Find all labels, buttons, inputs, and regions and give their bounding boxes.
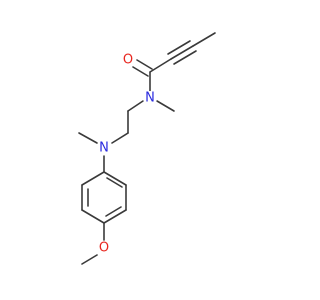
ether-oxygen-bg (97, 241, 111, 255)
bond-amide-n-ch2 (127, 100, 144, 112)
bond-ring-inner-1 (106, 177, 123, 188)
amide-nitrogen-label: N (145, 91, 155, 106)
bond-carbonyl-double-a (136, 59, 153, 70)
bond-triple-a (170, 45, 194, 60)
amine-nitrogen-bg (97, 141, 111, 155)
amine-nitrogen-label: N (99, 141, 109, 156)
carbonyl-oxygen-bg (121, 53, 135, 67)
bond-ring-4 (81, 209, 105, 224)
bond-amine-n-methyl (78, 132, 98, 144)
bond-carbonyl-double-b (132, 66, 149, 77)
bond-triple-b (167, 40, 191, 55)
structure-diagram: O N N O (78, 32, 216, 265)
bond-amide-n-methyl (156, 100, 175, 112)
bond-ring-1 (103, 171, 127, 186)
ether-oxygen-label: O (99, 241, 109, 256)
bond-ring-inner-2 (105, 206, 122, 217)
carbonyl-oxygen-label: O (123, 53, 133, 68)
bond-ring-3 (103, 209, 127, 224)
molecule-canvas: O N N O (78, 32, 216, 265)
amide-nitrogen-bg (143, 91, 157, 105)
atom-labels: O N N O (97, 53, 157, 256)
bond-alkyne-methyl (192, 32, 216, 47)
bond-carbonyl-alkyne (149, 58, 172, 73)
bond-ch2-amine-n (111, 132, 129, 144)
bonds (78, 32, 216, 265)
bond-ring-6 (81, 171, 105, 186)
bond-triple-c (173, 50, 197, 65)
bond-ether-o-methyl (81, 254, 98, 265)
